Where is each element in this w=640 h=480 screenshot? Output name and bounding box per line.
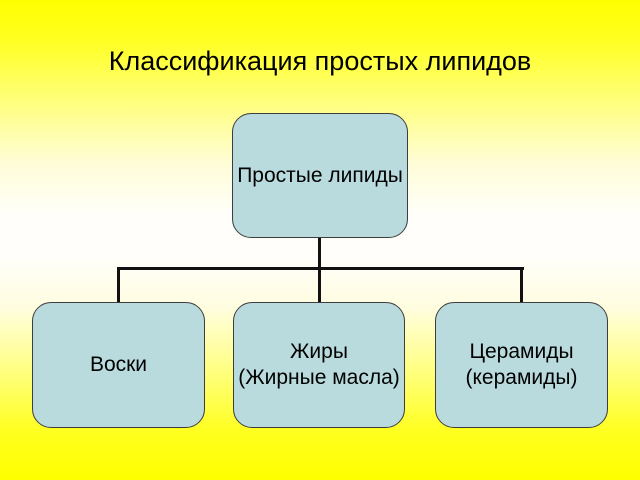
node-ceramides: Церамиды (керамиды) (435, 302, 608, 428)
node-fats: Жиры (Жирные масла) (233, 302, 405, 428)
node-ceramides-label-line1: Церамиды (469, 340, 574, 363)
connector-horizontal-rail (117, 267, 524, 270)
node-waxes-label: Воски (89, 353, 148, 376)
slide-title: Классификация простых липидов (108, 46, 532, 76)
connector-left-drop (117, 267, 120, 302)
connector-right-drop (520, 267, 523, 302)
node-simple-lipids: Простые липиды (232, 113, 408, 238)
node-simple-lipids-label: Простые липиды (237, 163, 403, 187)
connector-root-vertical (318, 238, 321, 302)
node-waxes: Воски (32, 302, 205, 428)
node-fats-label-line2: (Жирные масла) (238, 366, 400, 389)
node-fats-label-line1: Жиры (290, 340, 348, 363)
node-ceramides-label-line2: (керамиды) (465, 366, 578, 389)
